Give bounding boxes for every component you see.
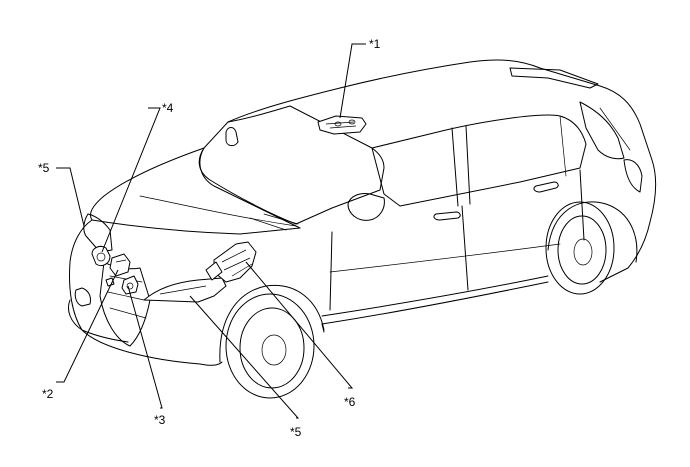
component-2-3-sensor-cluster xyxy=(105,253,139,295)
callout-label-4: *4 xyxy=(162,101,174,115)
callout-label-6: *6 xyxy=(344,395,356,409)
component-1-roof-module xyxy=(317,115,367,135)
component-4-front-sensor xyxy=(91,245,111,267)
callout-label-5-left: *5 xyxy=(38,161,50,175)
callout-label-2: *2 xyxy=(42,387,54,401)
component-5-cover-panel xyxy=(143,277,227,303)
callout-label-1: *1 xyxy=(369,37,381,51)
component-6-control-module xyxy=(205,241,257,283)
callout-labels: *1 *2 *3 *4 *5 *5 *6 xyxy=(38,37,381,439)
callout-label-5-bottom: *5 xyxy=(290,425,302,439)
callout-label-3: *3 xyxy=(154,413,166,427)
vehicle-outline xyxy=(68,59,657,399)
leader-lines xyxy=(56,43,366,419)
